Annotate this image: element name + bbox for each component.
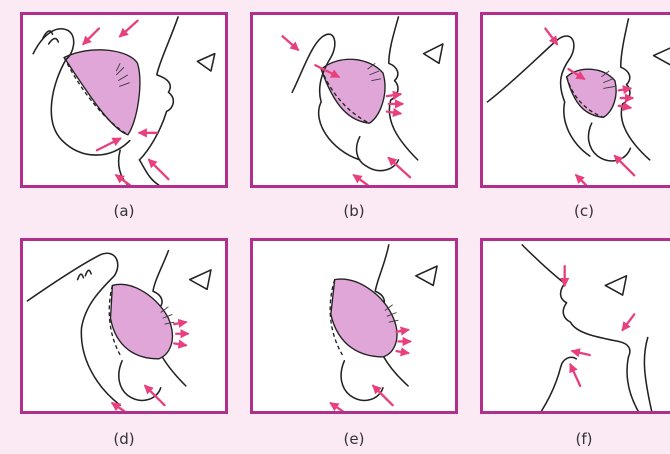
panel-f-illustration xyxy=(483,241,670,411)
arrow xyxy=(116,175,130,185)
baby-chin xyxy=(341,361,383,401)
baby-eye xyxy=(416,266,437,285)
arrow xyxy=(545,29,557,44)
breast-shape xyxy=(567,69,617,117)
breast-shape xyxy=(64,50,140,135)
panel-a xyxy=(20,12,228,188)
baby-profile xyxy=(389,17,418,160)
arrow xyxy=(619,88,631,90)
baby-eye xyxy=(654,46,670,65)
caption-f: (f) xyxy=(480,430,670,448)
panel-e xyxy=(250,238,458,414)
arrow xyxy=(387,94,401,96)
caption-a: (a) xyxy=(20,202,228,220)
caption-d: (d) xyxy=(20,430,228,448)
arrow xyxy=(145,386,164,405)
panel-e-illustration xyxy=(253,241,455,411)
baby-neck-back xyxy=(644,338,651,411)
arrow xyxy=(397,330,409,332)
panel-d xyxy=(20,238,228,414)
arrow xyxy=(570,365,580,386)
mother-hand xyxy=(27,253,120,405)
panel-f xyxy=(480,238,670,414)
arrow xyxy=(283,36,298,50)
arrow xyxy=(354,175,368,185)
arrow xyxy=(174,322,186,324)
caption-b: (b) xyxy=(250,202,458,220)
caption-c: (c) xyxy=(480,202,670,220)
panel-d-illustration xyxy=(23,241,225,411)
arrow xyxy=(397,351,409,353)
panel-b xyxy=(250,12,458,188)
baby-chin xyxy=(588,123,630,161)
arrow xyxy=(331,403,343,411)
arrow xyxy=(83,29,98,44)
arrow xyxy=(174,343,186,345)
baby-eye xyxy=(197,54,214,71)
arrow xyxy=(97,139,120,151)
baby-eye xyxy=(190,270,211,289)
panel-b-illustration xyxy=(253,15,455,185)
thumb-lines xyxy=(78,270,92,279)
baby-chin xyxy=(357,137,399,171)
panel-a-illustration xyxy=(23,15,225,185)
baby-profile xyxy=(522,245,630,357)
arrow xyxy=(615,156,634,175)
caption-e: (e) xyxy=(250,430,458,448)
arrow xyxy=(576,175,586,185)
baby-eye xyxy=(424,44,443,63)
arrow xyxy=(623,314,635,329)
panel-c-illustration xyxy=(483,15,670,185)
arrow xyxy=(619,106,631,108)
baby-chin xyxy=(119,150,159,185)
arrow xyxy=(572,351,589,355)
baby-eye xyxy=(605,276,626,295)
arrow xyxy=(149,160,168,179)
baby-neck xyxy=(627,357,638,411)
breast-shape xyxy=(331,279,397,357)
baby-profile xyxy=(139,17,178,160)
breast-shape xyxy=(110,284,172,358)
panel-c xyxy=(480,12,670,188)
arrow xyxy=(120,21,137,36)
